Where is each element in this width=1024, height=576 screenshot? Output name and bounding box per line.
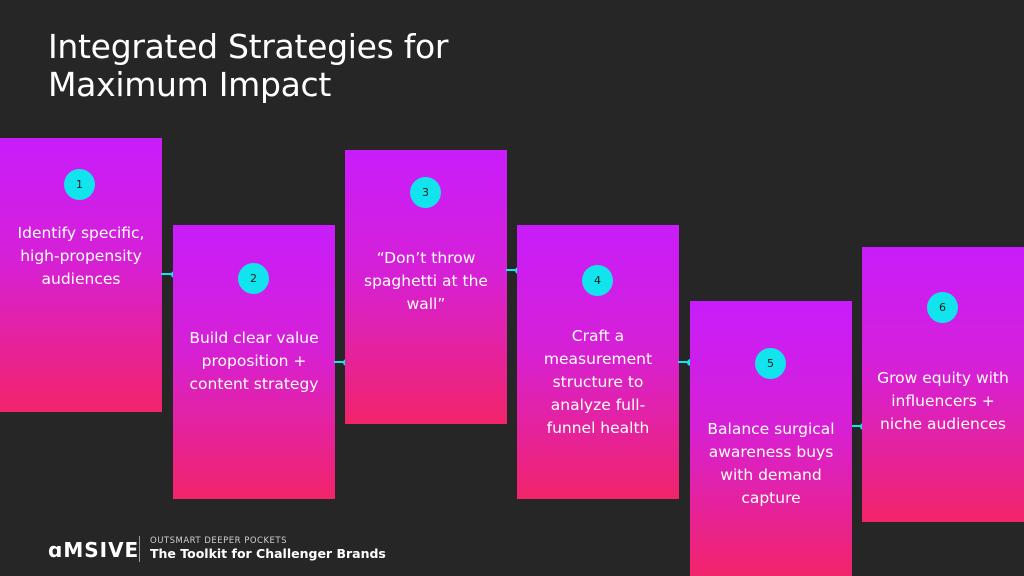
slide-title: Integrated Strategies for Maximum Impact (48, 27, 449, 104)
step-number-badge: 6 (927, 292, 958, 323)
step-card-5: 5 Balance surgical awareness buys with d… (690, 301, 852, 576)
step-number-badge: 5 (755, 348, 786, 379)
footer-divider (139, 536, 140, 562)
step-number-badge: 2 (238, 263, 269, 294)
step-text: “Don’t throw spaghetti at the wall” (364, 249, 488, 313)
step-card-6: 6 Grow equity with influencers + niche a… (862, 247, 1024, 522)
step-text: Identify specific, high-propensity audie… (17, 224, 145, 288)
step-number-badge: 4 (582, 265, 613, 296)
step-text: Craft a measurement structure to analyze… (543, 327, 653, 437)
step-text: Grow equity with influencers + niche aud… (877, 369, 1009, 433)
step-card-4: 4 Craft a measurement structure to analy… (517, 225, 679, 499)
footer-kicker: OUTSMART DEEPER POCKETS (150, 536, 288, 546)
brand-logo: ɑMSIVE (48, 538, 140, 562)
step-card-3: 3 “Don’t throw spaghetti at the wall” (345, 150, 507, 424)
step-card-1: 1 Identify specific, high-propensity aud… (0, 138, 162, 412)
step-card-2: 2 Build clear value proposition + conten… (173, 225, 335, 499)
step-number-badge: 3 (410, 177, 441, 208)
step-text: Build clear value proposition + content … (189, 329, 319, 393)
step-text: Balance surgical awareness buys with dem… (707, 420, 835, 507)
step-number-badge: 1 (64, 169, 95, 200)
footer-subtitle: The Toolkit for Challenger Brands (150, 546, 386, 561)
